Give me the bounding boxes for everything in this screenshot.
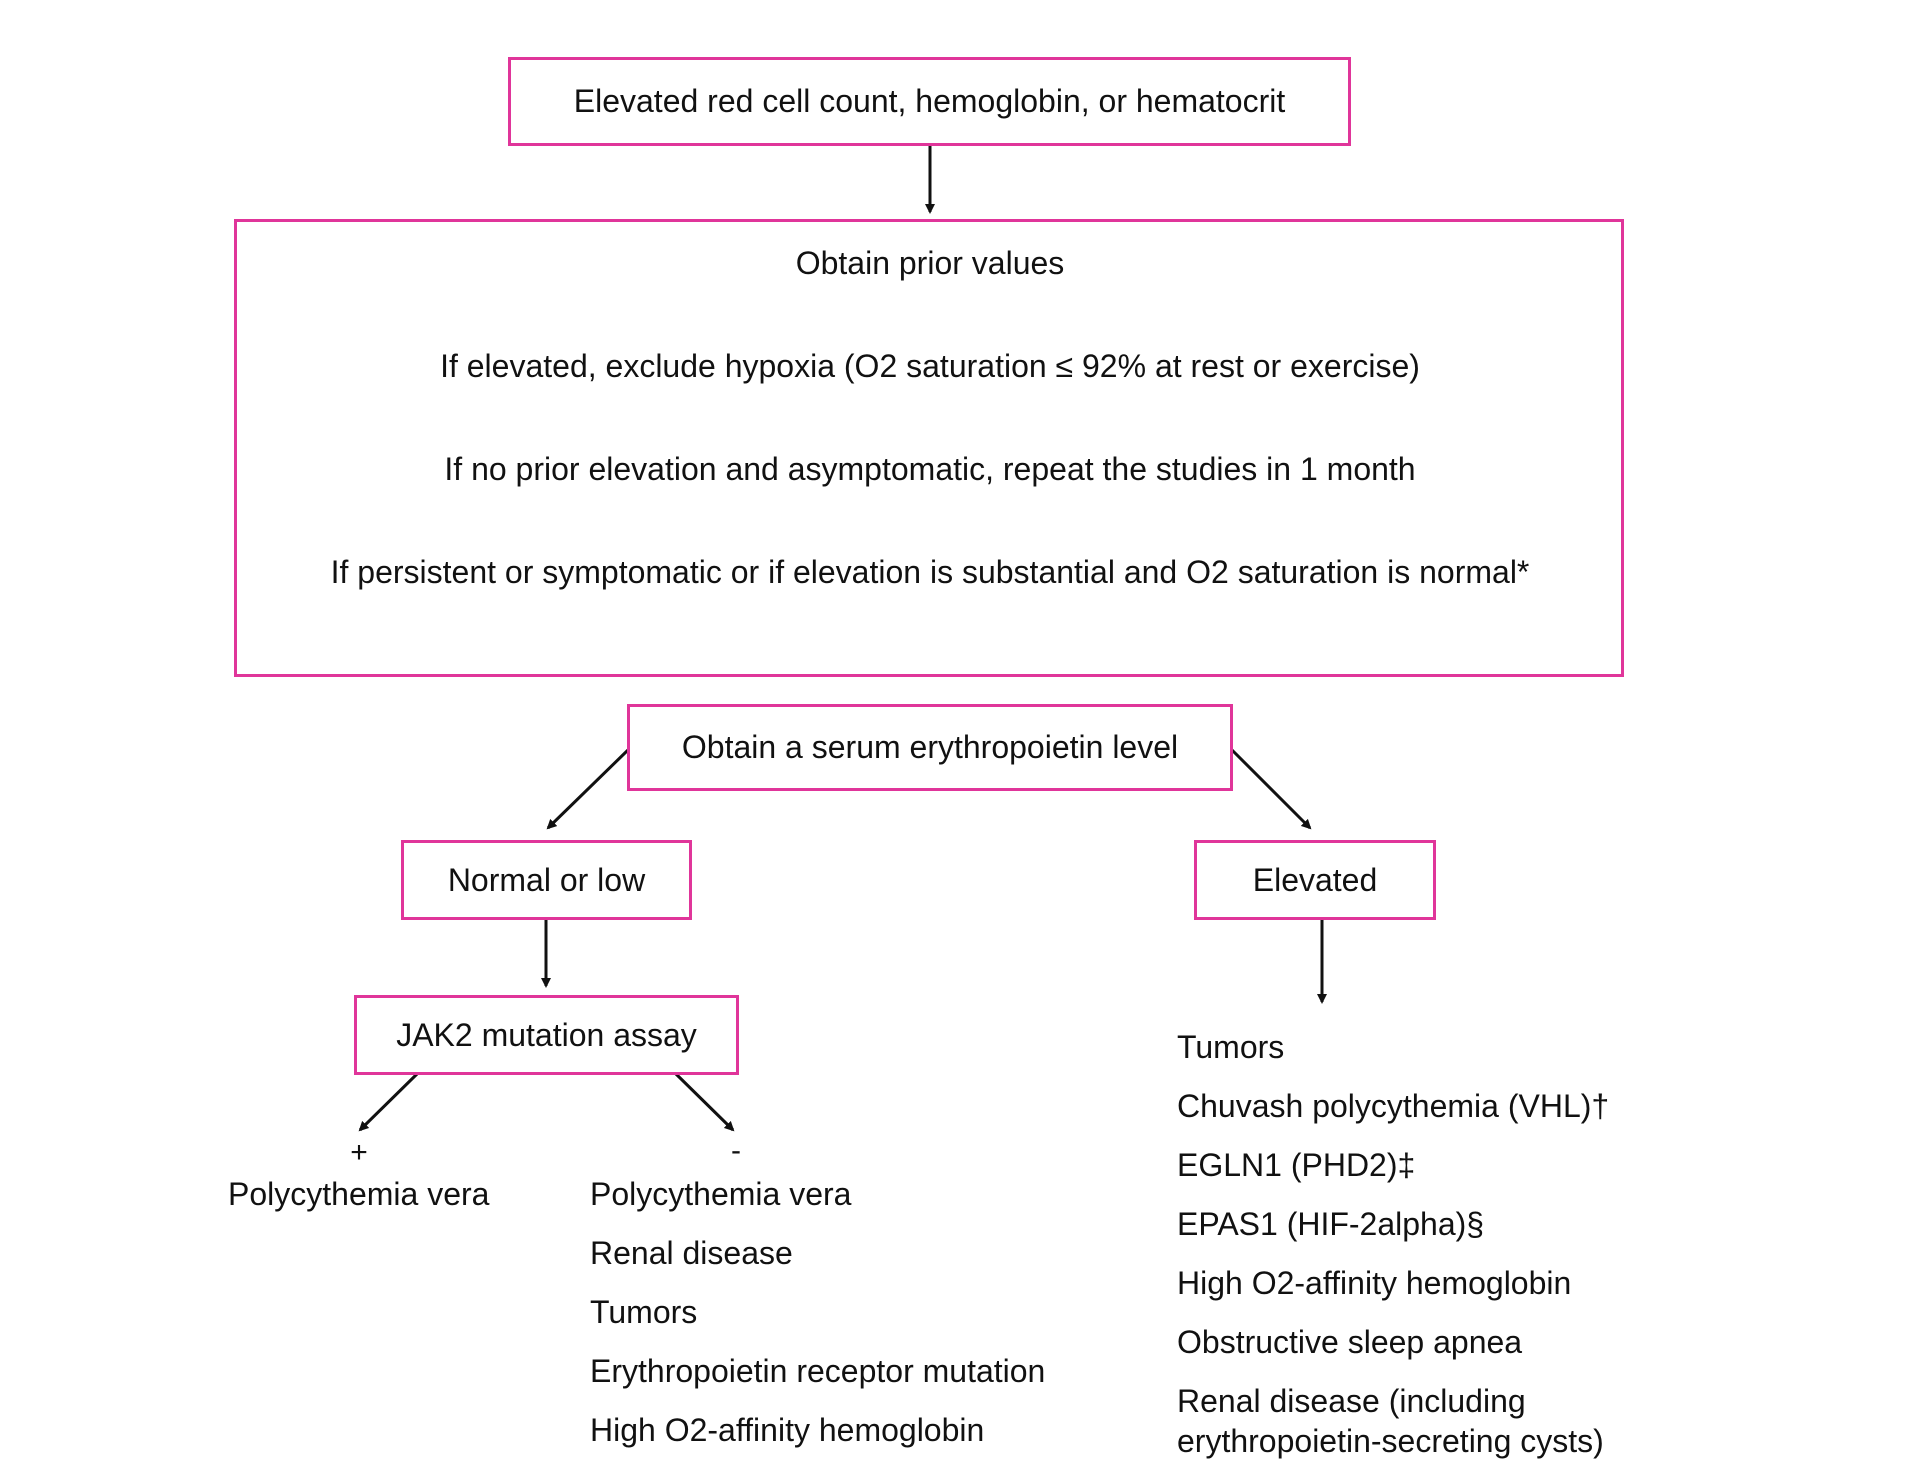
normal-low-label: Normal or low [447, 861, 646, 898]
list-item: EGLN1 (PHD2)‡ [1177, 1147, 1416, 1183]
list-item: High O2-affinity hemoglobin [1177, 1265, 1572, 1301]
jak2-positive-list: Polycythemia vera [228, 1174, 489, 1233]
epo-box: Obtain a serum erythropoietin level [627, 704, 1233, 791]
list-item: Obstructive sleep apnea [1177, 1324, 1523, 1360]
jak2-positive-sign: + [350, 1136, 368, 1169]
jak2-negative-list: Polycythemia vera Renal disease Tumors E… [590, 1174, 1045, 1469]
list-item: EPAS1 (HIF-2alpha)§ [1177, 1206, 1485, 1242]
list-item: Renal disease [590, 1235, 793, 1271]
arrow-epo-to-elevated [1230, 748, 1312, 830]
list-item: Tumors [1177, 1029, 1285, 1065]
epo-box-label: Obtain a serum erythropoietin level [681, 729, 1179, 765]
elevated-label: Elevated [1252, 861, 1378, 898]
normal-low-box: Normal or low [401, 840, 692, 920]
elevated-causes-list: Tumors Chuvash polycythemia (VHL)† EGLN1… [1177, 1027, 1657, 1480]
workup-step-persistent: If persistent or symptomatic or if eleva… [330, 554, 1530, 590]
workup-step-repeat-studies: If no prior elevation and asymptomatic, … [444, 451, 1416, 487]
arrow-jak2-to-positive [358, 1071, 420, 1132]
list-item: Polycythemia vera [228, 1176, 490, 1212]
top-box-label: Elevated red cell count, hemoglobin, or … [573, 83, 1286, 119]
workup-box [234, 219, 1624, 677]
elevated-box: Elevated [1194, 840, 1436, 920]
workup-step-prior-values: Obtain prior values [795, 245, 1065, 281]
list-item: Chuvash polycythemia (VHL)† [1177, 1088, 1610, 1124]
jak2-label: JAK2 mutation assay [396, 1016, 697, 1053]
jak2-box: JAK2 mutation assay [354, 995, 739, 1075]
workup-step-exclude-hypoxia: If elevated, exclude hypoxia (O2 saturat… [440, 348, 1420, 384]
list-item: High O2-affinity hemoglobin [590, 1412, 985, 1448]
arrow-jak2-to-negative [673, 1071, 735, 1132]
list-item: Erythropoietin receptor mutation [590, 1353, 1046, 1389]
jak2-negative-sign: - [731, 1134, 741, 1167]
list-item: Renal disease (including erythropoietin-… [1177, 1383, 1604, 1459]
top-box: Elevated red cell count, hemoglobin, or … [508, 57, 1351, 146]
list-item: Tumors [590, 1294, 698, 1330]
list-item: Polycythemia vera [590, 1176, 852, 1212]
arrow-epo-to-normal-low [546, 748, 630, 830]
